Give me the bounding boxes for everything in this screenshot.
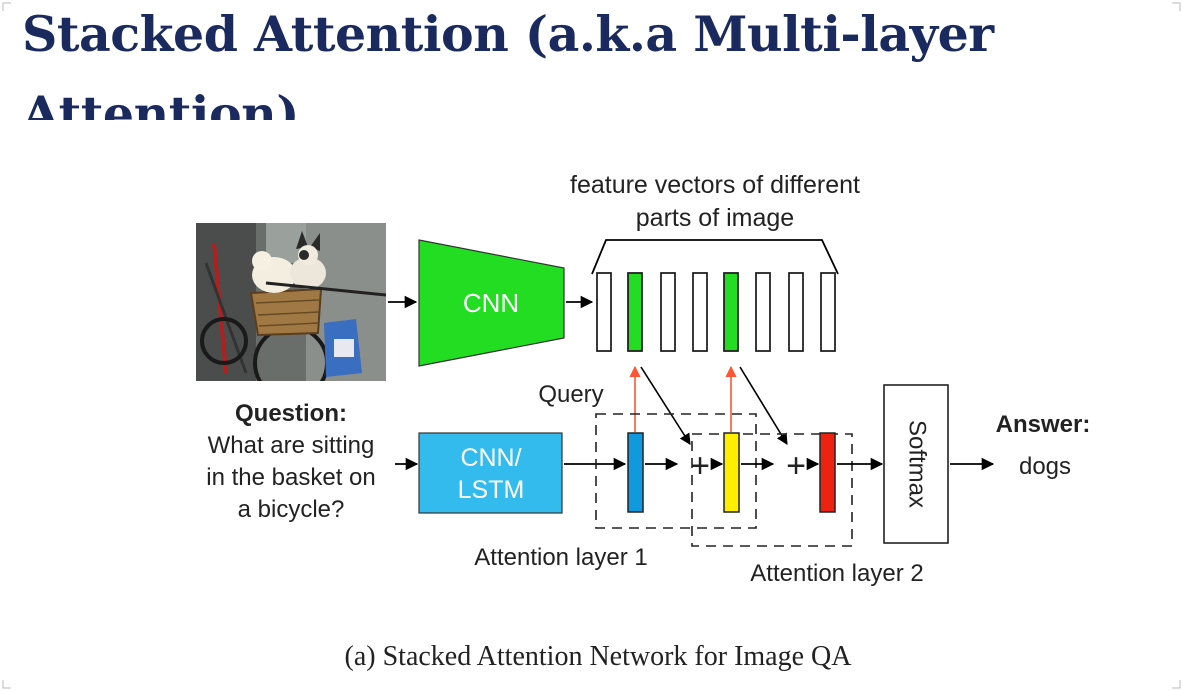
feature-vector-5: [723, 272, 739, 352]
corner-mark-top-right: [1172, 2, 1181, 11]
cnn-lstm-block: [418, 432, 563, 514]
corner-mark-bottom-right: [1172, 680, 1181, 689]
answer-heading: Answer:: [996, 411, 1091, 438]
feature-vector-8: [820, 272, 836, 352]
corner-mark-bottom-left: [2, 680, 11, 689]
feature-vector-6: [755, 272, 771, 352]
feature-vector-1: [596, 272, 612, 352]
question-line-1: What are sitting: [208, 432, 375, 459]
feature-vectors-label: feature vectors of different: [570, 171, 860, 199]
feature-to-plus-arrow-2: [739, 366, 788, 445]
question-line-2: in the basket on: [206, 464, 375, 491]
feature-vectors: [596, 272, 836, 352]
figure-caption: (a) Stacked Attention Network for Image …: [345, 641, 853, 672]
plus-operator-2: +: [786, 447, 806, 485]
question-line-3: a bicycle?: [238, 496, 345, 523]
slide-title: Stacked Attention (a.k.a Multi-layer Att…: [22, 5, 994, 120]
output-query-vector: [819, 432, 836, 513]
layer2-query-vector: [723, 432, 740, 513]
corner-mark-top-left: [2, 2, 11, 11]
attention-layer-1-label: Attention layer 1: [474, 544, 647, 571]
feature-to-plus-arrow-1: [640, 366, 691, 445]
feature-vector-4: [692, 272, 708, 352]
layer1-query-vector: [627, 432, 644, 513]
feature-vectors-label-line2: parts of image: [636, 204, 794, 232]
plus-operator-1: +: [690, 447, 710, 485]
feature-vector-3: [660, 272, 676, 352]
attention-layer-2-label: Attention layer 2: [750, 560, 923, 587]
cnn-lstm-label-line2: LSTM: [458, 476, 525, 504]
softmax-label: Softmax: [904, 420, 931, 508]
dogs-in-basket-photo: [196, 223, 386, 381]
question-heading: Question:: [235, 400, 347, 427]
feature-vector-7: [788, 272, 804, 352]
feature-vector-2: [627, 272, 643, 352]
softmax-block: [883, 384, 949, 544]
feature-bracket: [591, 239, 839, 275]
cnn-block: [418, 239, 565, 367]
answer-value: dogs: [1019, 453, 1071, 480]
query-label: Query: [538, 381, 603, 408]
cnn-lstm-label-line1: CNN/: [460, 444, 521, 472]
cnn-label: CNN: [463, 288, 519, 318]
